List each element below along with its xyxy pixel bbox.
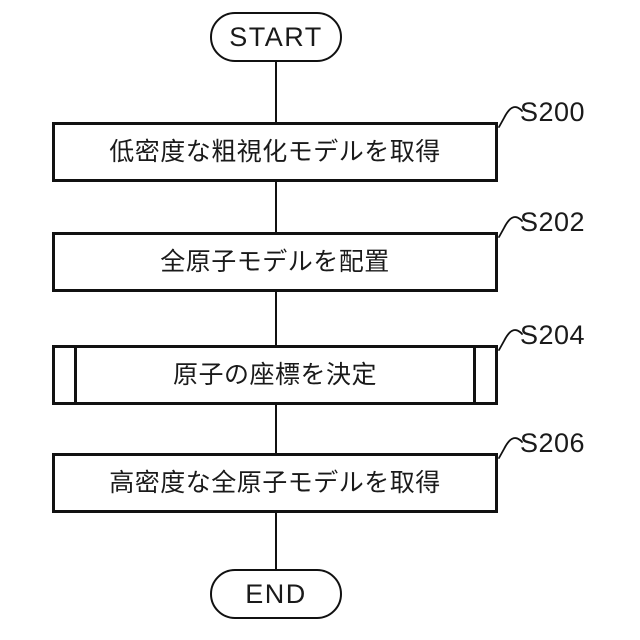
connector-s206-to-end: [275, 512, 277, 570]
connector-s204-to-s206: [275, 404, 277, 454]
process-box-s200: 低密度な粗視化モデルを取得: [52, 122, 498, 182]
terminator-start: START: [210, 12, 342, 62]
terminator-end: END: [210, 569, 342, 619]
leader-line-s200: [477, 96, 523, 130]
process-box-s206: 高密度な全原子モデルを取得: [52, 453, 498, 513]
step-label-s200: S200: [520, 97, 586, 127]
leader-line-s206: [477, 427, 523, 461]
process-box-s200-label: 低密度な粗視化モデルを取得: [109, 137, 441, 166]
predefined-process-box-s204: 原子の座標を決定: [52, 345, 498, 405]
connector-s202-to-s204: [275, 291, 277, 346]
connector-s200-to-s202: [275, 181, 277, 233]
terminator-start-label: START: [229, 21, 323, 52]
leader-line-s204: [477, 319, 523, 353]
step-label-s202: S202: [520, 207, 586, 237]
step-label-s206: S206: [520, 428, 586, 458]
step-label-s204: S204: [520, 320, 586, 350]
predefined-process-box-s204-label: 原子の座標を決定: [172, 360, 377, 389]
connector-start-to-s200: [275, 61, 277, 123]
process-box-s206-label: 高密度な全原子モデルを取得: [109, 468, 441, 497]
terminator-end-label: END: [245, 578, 307, 609]
process-box-s202: 全原子モデルを配置: [52, 232, 498, 292]
process-box-s202-label: 全原子モデルを配置: [160, 247, 390, 276]
leader-line-s202: [477, 206, 523, 240]
